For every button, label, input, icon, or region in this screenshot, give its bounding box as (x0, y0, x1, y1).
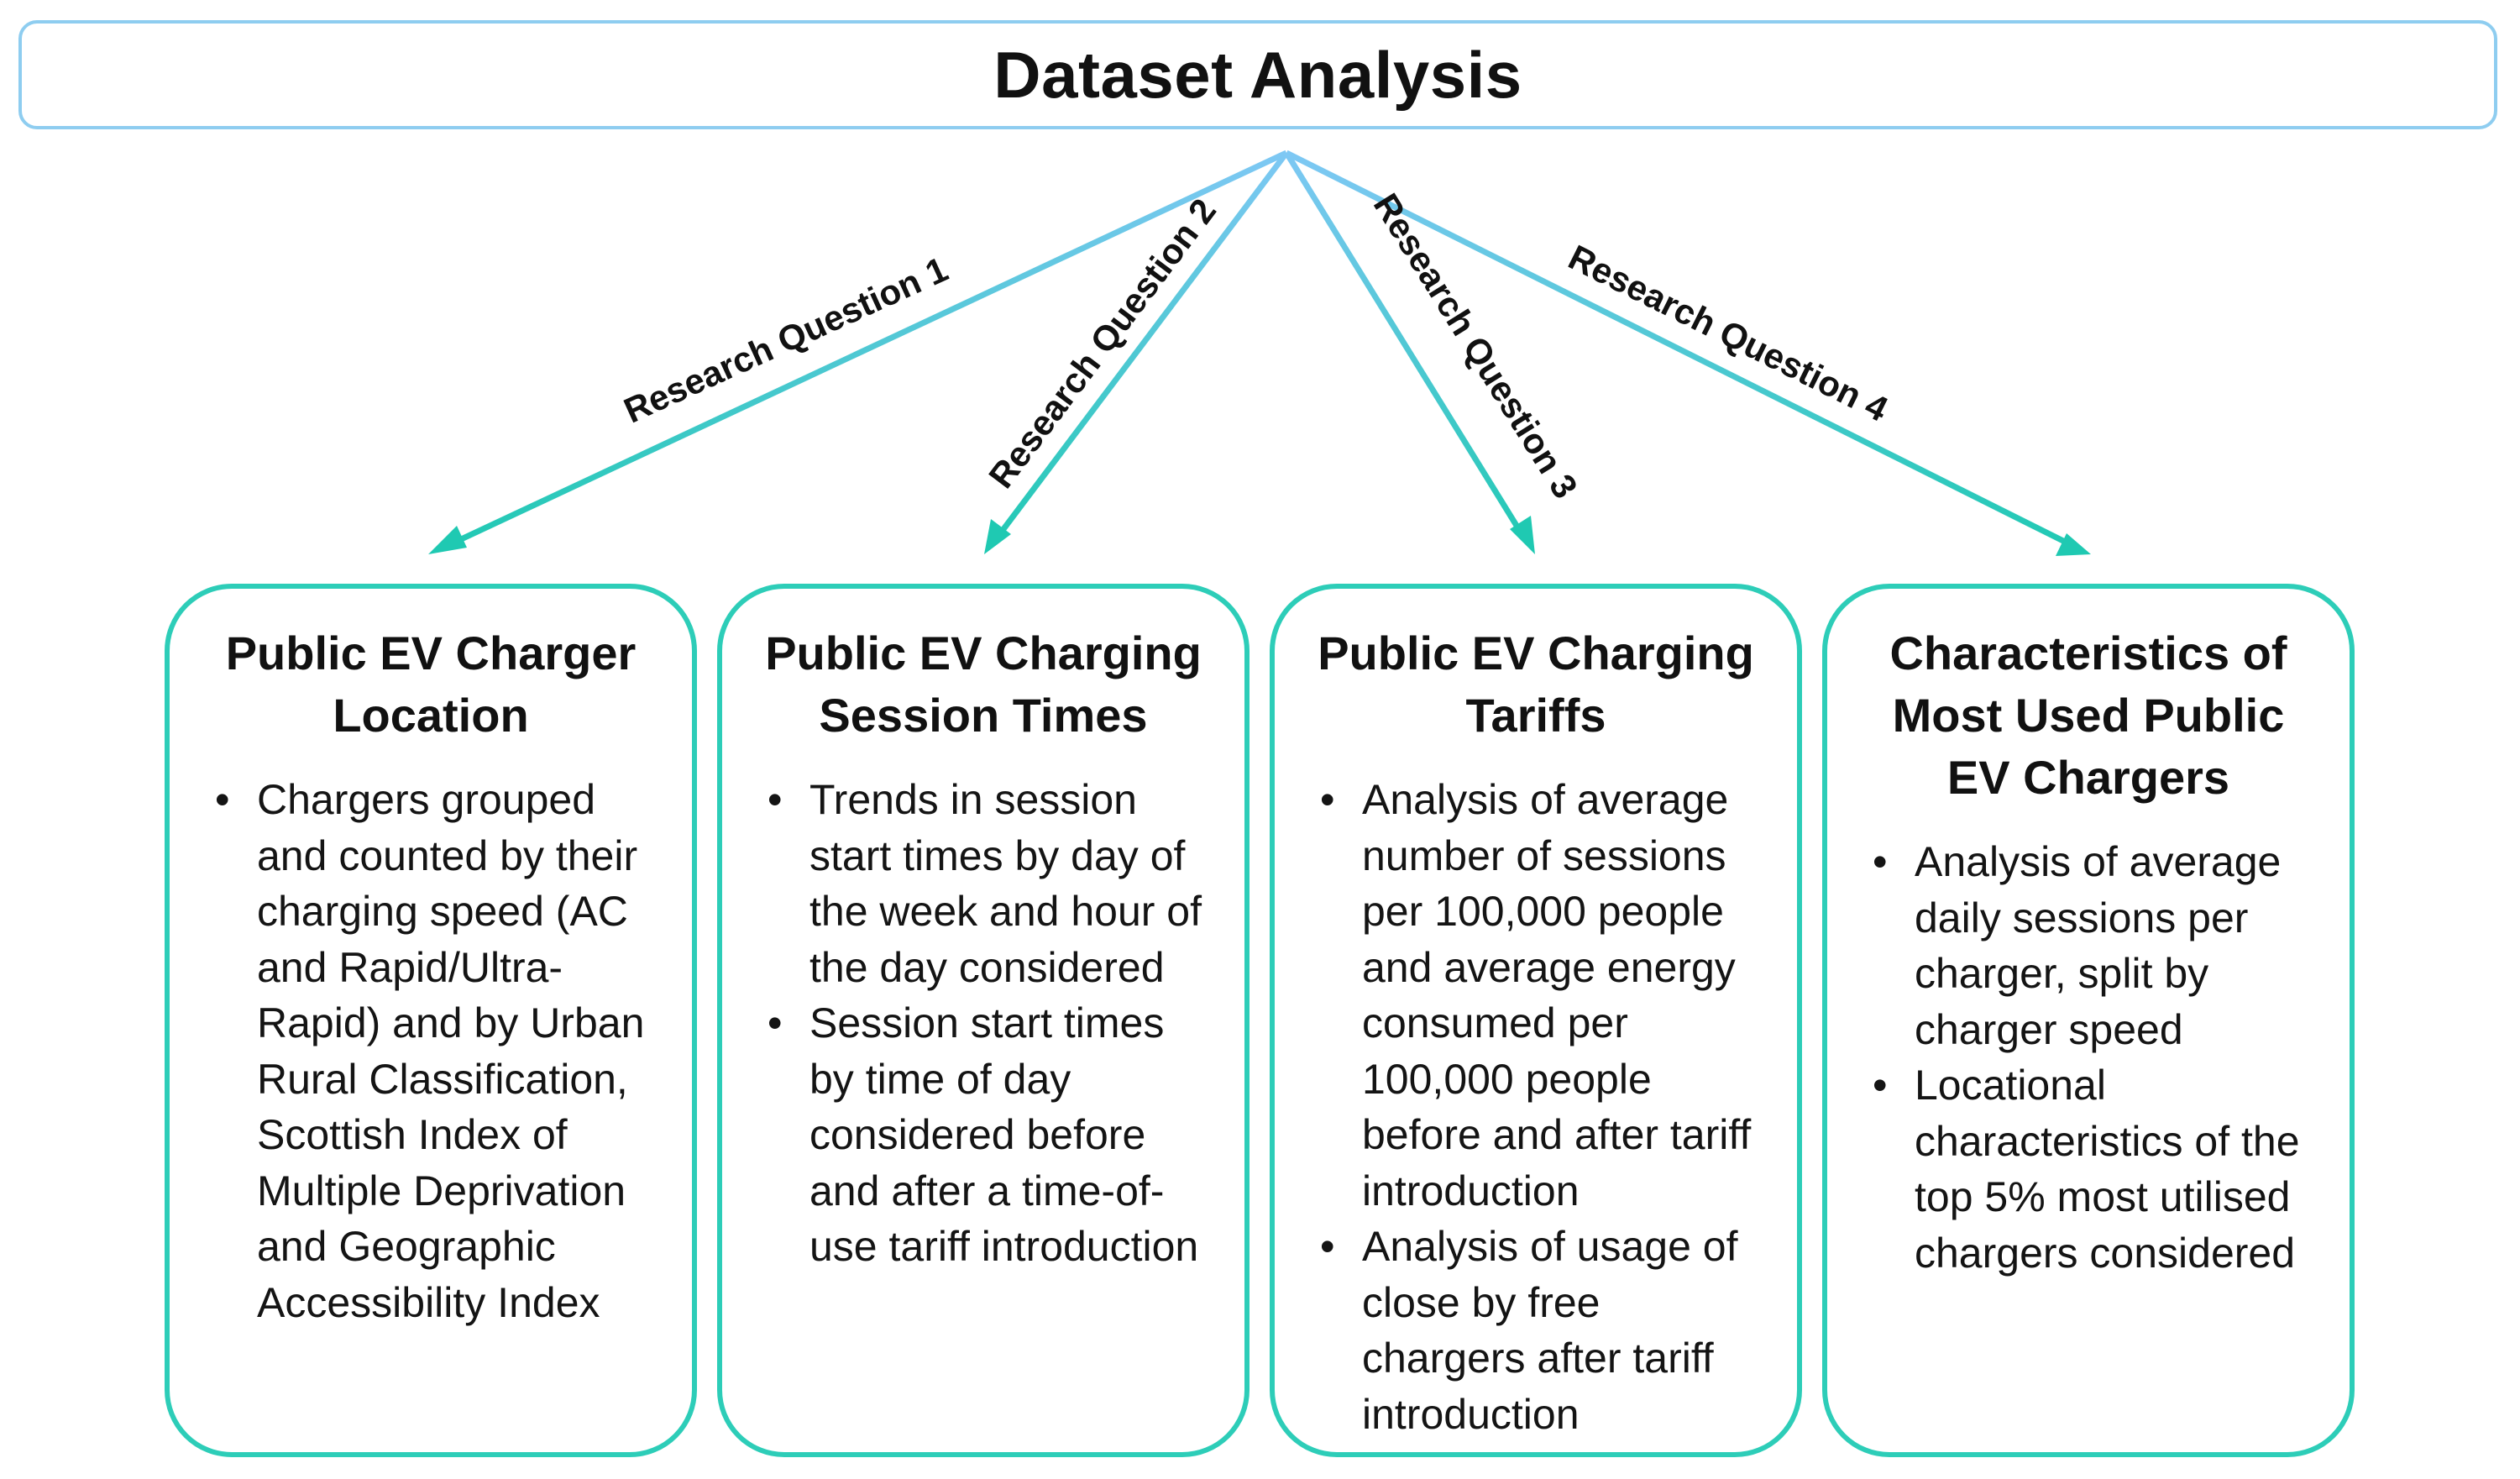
box-most-used-chargers: Characteristics of Most Used Public EV C… (1822, 584, 2355, 1457)
box-charger-location: Public EV Charger Location •Chargers gro… (165, 584, 697, 1457)
list-item: •Session start times by time of day cons… (768, 999, 1199, 1270)
list-item: •Chargers grouped and counted by their c… (215, 776, 645, 1326)
list-item-text: Trends in session start times by day of … (809, 776, 1202, 991)
list-item-text: Locational characteristics of the top 5%… (1915, 1062, 2300, 1277)
arrow-rq1 (428, 149, 1288, 554)
box-title: Public EV Charging Session Times (765, 627, 1202, 742)
dataset-analysis-box: Dataset Analysis (18, 20, 2497, 129)
list-item-text: Analysis of average number of sessions p… (1362, 776, 1752, 1214)
list-item: •Trends in session start times by day of… (768, 776, 1202, 991)
bullet-list: •Chargers grouped and counted by their c… (198, 772, 663, 1330)
list-item-text: Chargers grouped and counted by their ch… (257, 776, 645, 1326)
bullet-list: •Analysis of average number of sessions … (1303, 772, 1768, 1442)
bullet-list: •Analysis of average daily sessions per … (1856, 834, 2321, 1281)
box-session-times: Public EV Charging Session Times •Trends… (717, 584, 1250, 1457)
list-item: •Analysis of usage of close by free char… (1320, 1223, 1738, 1438)
list-item: •Analysis of average number of sessions … (1320, 776, 1752, 1214)
diagram-title: Dataset Analysis (993, 37, 1522, 112)
arrow-rq2 (984, 150, 1289, 554)
arrow-rq3 (1284, 151, 1535, 554)
list-item-text: Analysis of usage of close by free charg… (1362, 1223, 1738, 1438)
bullet-list: •Trends in session start times by day of… (751, 772, 1216, 1275)
list-item-text: Session start times by time of day consi… (809, 999, 1199, 1270)
list-item: •Analysis of average daily sessions per … (1873, 838, 2282, 1053)
box-charging-tariffs: Public EV Charging Tariffs •Analysis of … (1270, 584, 1802, 1457)
list-item: •Locational characteristics of the top 5… (1873, 1062, 2300, 1277)
box-title: Public EV Charger Location (225, 627, 637, 742)
arrow-rq4 (1285, 149, 2091, 556)
box-title: Public EV Charging Tariffs (1318, 627, 1754, 742)
box-title: Characteristics of Most Used Public EV C… (1889, 627, 2287, 804)
list-item-text: Analysis of average daily sessions per c… (1915, 838, 2282, 1053)
